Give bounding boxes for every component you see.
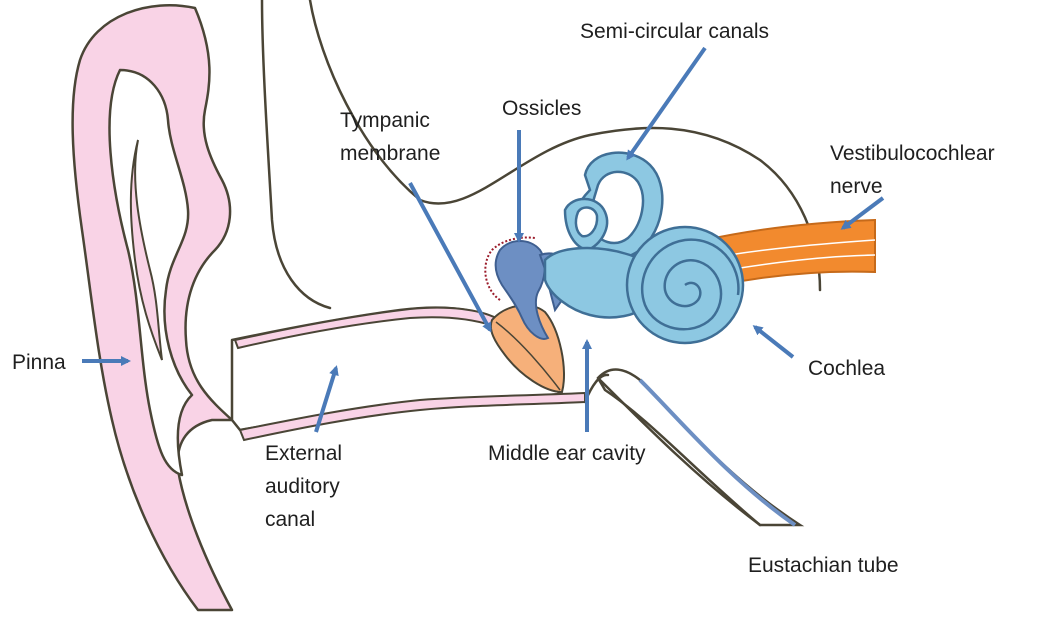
arrow-cochlea <box>755 327 793 357</box>
label-tympanic-line2: membrane <box>340 142 440 165</box>
label-eustachian-tube: Eustachian tube <box>748 554 899 577</box>
label-semicircular-canals: Semi-circular canals <box>580 20 769 43</box>
label-external-line1: External <box>265 442 342 465</box>
label-middle-ear-cavity: Middle ear cavity <box>488 442 646 465</box>
label-pinna: Pinna <box>12 351 66 374</box>
label-ossicles: Ossicles <box>502 97 581 120</box>
head-outline-back <box>262 0 330 308</box>
label-cochlea: Cochlea <box>808 357 885 380</box>
label-external-line2: auditory <box>265 475 340 498</box>
label-external-line3: canal <box>265 508 315 531</box>
eustachian-tube-lining <box>640 380 795 525</box>
label-tympanic-line1: Tympanic <box>340 109 430 132</box>
label-vestibulo-line1: Vestibulocochlear <box>830 142 995 165</box>
label-vestibulo-line2: nerve <box>830 175 883 198</box>
cochlea-shape <box>627 227 743 343</box>
arrow-semicircular <box>628 48 705 158</box>
